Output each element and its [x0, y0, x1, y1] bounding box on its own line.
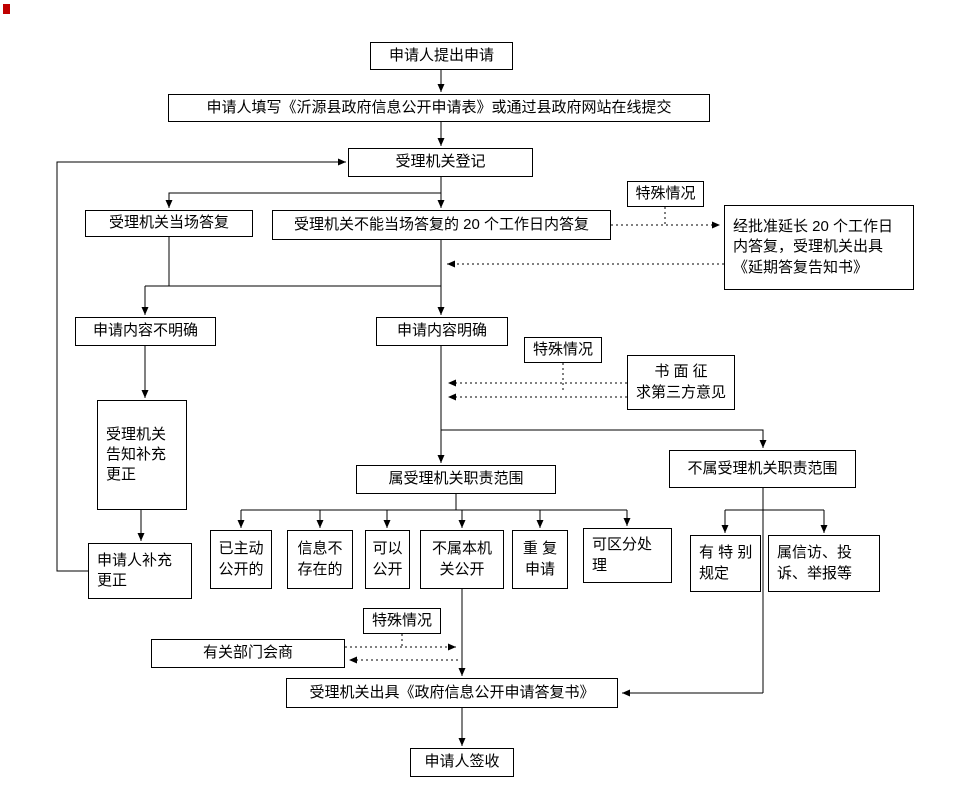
node-apply: 申请人提出申请 — [370, 42, 513, 70]
node-special-case-bottom: 特殊情况 — [363, 608, 441, 634]
node-separable: 可区分处 理 — [583, 528, 672, 583]
node-dept-consult: 有关部门会商 — [151, 639, 345, 668]
node-applicant-supplement: 申请人补充 更正 — [88, 543, 192, 599]
node-third-party: 书 面 征 求第三方意见 — [627, 355, 735, 410]
node-in-scope: 属受理机关职责范围 — [356, 465, 556, 494]
node-sign-receipt: 申请人签收 — [410, 748, 514, 777]
node-special-case-mid: 特殊情况 — [524, 337, 602, 363]
node-repeat-apply: 重 复 申请 — [512, 530, 568, 589]
node-fill-form: 申请人填写《沂源县政府信息公开申请表》或通过县政府网站在线提交 — [168, 94, 710, 122]
node-onsite-reply: 受理机关当场答复 — [85, 210, 253, 237]
node-out-of-scope: 不属受理机关职责范围 — [669, 450, 856, 488]
corner-mark-icon — [3, 4, 10, 14]
node-petition: 属信访、投 诉、举报等 — [768, 535, 880, 592]
node-content-clear: 申请内容明确 — [376, 317, 508, 346]
node-special-provision: 有 特 别 规定 — [690, 535, 761, 592]
node-can-disclose: 可以 公开 — [365, 530, 410, 589]
node-already-public: 已主动 公开的 — [210, 530, 272, 589]
node-reply-document: 受理机关出具《政府信息公开申请答复书》 — [286, 678, 618, 708]
dotted-flow-lines — [345, 207, 724, 664]
node-special-case-top: 特殊情况 — [627, 181, 704, 207]
node-content-unclear: 申请内容不明确 — [75, 317, 216, 346]
node-extend-reply: 经批准延长 20 个工作日 内答复，受理机关出具 《延期答复告知书》 — [724, 205, 914, 290]
node-within-20-days: 受理机关不能当场答复的 20 个工作日内答复 — [272, 210, 611, 240]
node-not-this-organ: 不属本机 关公开 — [420, 530, 504, 589]
node-not-exist: 信息不 存在的 — [287, 530, 353, 589]
node-register: 受理机关登记 — [348, 148, 533, 177]
node-notify-supplement: 受理机关 告知补充 更正 — [97, 400, 187, 510]
